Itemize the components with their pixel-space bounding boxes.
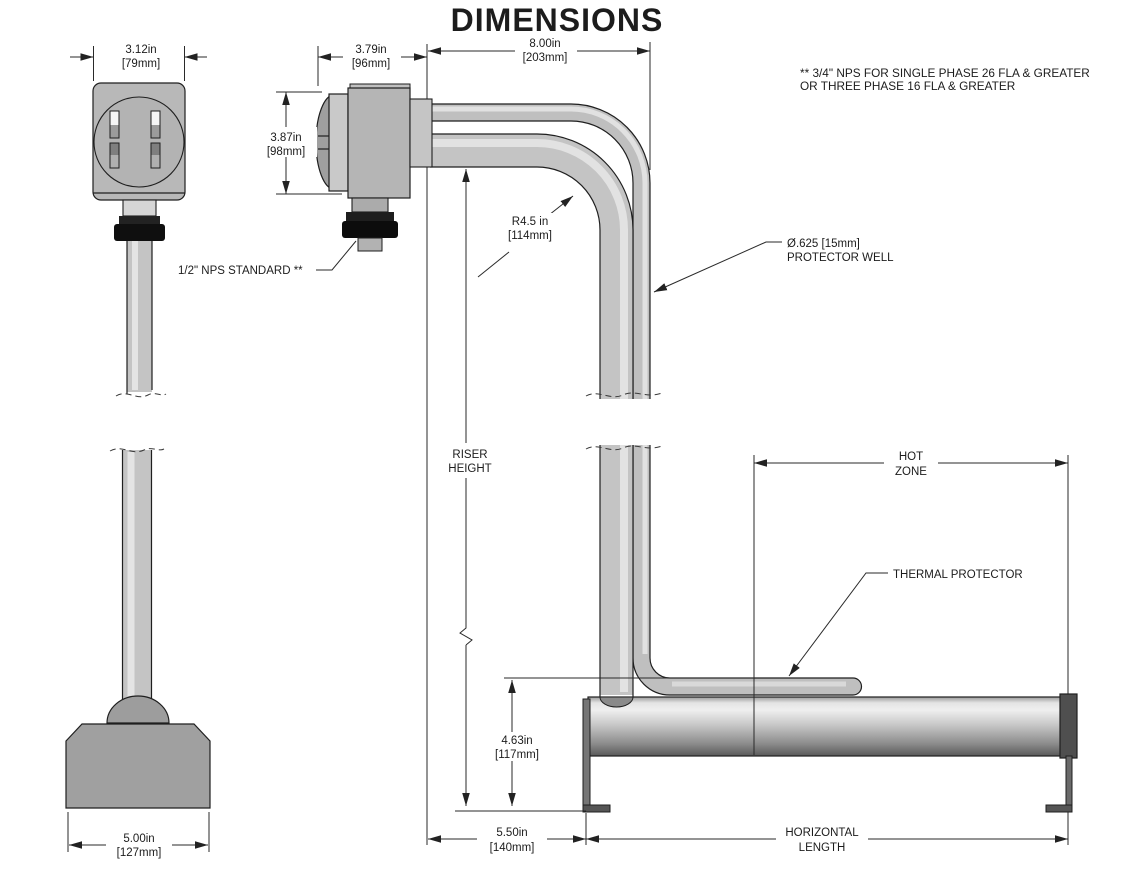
left-bracket xyxy=(582,698,591,807)
nps-stub xyxy=(357,237,383,252)
slot-lr-top xyxy=(151,143,160,155)
end-view-base xyxy=(65,723,211,809)
front-nps-ring-lower xyxy=(114,224,165,241)
leader-protector-well xyxy=(653,241,782,293)
dim-bend-radius-in: R4.5 in xyxy=(512,216,548,228)
right-bracket xyxy=(1065,755,1073,807)
hot-zone-label-1: HOT xyxy=(899,451,923,463)
slot-ur-bottom xyxy=(151,125,160,138)
slot-ll xyxy=(109,142,120,169)
terminal-slots xyxy=(109,110,161,169)
dim-base-width-mm: [127mm] xyxy=(117,847,162,859)
dim-front-width-mm: [79mm] xyxy=(122,58,160,70)
dim-front-width-in: 3.12in xyxy=(125,44,156,56)
slot-ul-top xyxy=(110,111,119,125)
slot-ul xyxy=(109,110,120,139)
leader-thermal xyxy=(788,572,888,677)
dim-base-width-in: 5.00in xyxy=(123,833,154,845)
protector-well-outer-edge xyxy=(430,103,853,679)
front-view xyxy=(92,82,186,398)
slot-lr xyxy=(150,142,161,169)
box-hub-cylinder xyxy=(409,98,433,168)
riser-height-label-2: HEIGHT xyxy=(448,463,491,475)
front-nps-ring-upper xyxy=(119,216,160,224)
protector-dia-label: Ø.625 [15mm] xyxy=(787,238,860,250)
horizontal-length-label-1: HORIZONTAL xyxy=(785,827,859,839)
protector-well-tube xyxy=(421,104,862,695)
dim-protector-offset-in: 4.63in xyxy=(501,735,532,747)
left-bracket-foot xyxy=(582,804,611,813)
slot-ur xyxy=(150,110,161,139)
dim-protector-offset-mm: [117mm] xyxy=(495,749,539,761)
dim-top-run-mm: [203mm] xyxy=(523,52,568,64)
end-view xyxy=(65,448,211,809)
terminal-box-side xyxy=(347,87,411,199)
side-view-box xyxy=(315,83,433,252)
dim-riser-offset-mm: [140mm] xyxy=(490,842,535,854)
dim-box-height-mm: [98mm] xyxy=(267,146,305,158)
protector-well-highlight xyxy=(430,106,648,654)
slot-ur-top xyxy=(151,111,160,125)
leader-r45-tail xyxy=(477,251,510,278)
dim-top-run-in: 8.00in xyxy=(529,38,560,50)
slot-ll-top xyxy=(110,143,119,155)
element-tube xyxy=(430,134,633,695)
nps-standard-label: 1/2" NPS STANDARD ** xyxy=(178,265,303,277)
note-line-1: ** 3/4" NPS FOR SINGLE PHASE 26 FLA & GR… xyxy=(800,66,1090,80)
dim-riser-mid xyxy=(459,478,473,646)
element-tube-outer-edge xyxy=(430,133,634,697)
protector-well-inner-edge xyxy=(430,120,853,696)
end-view-dome xyxy=(106,695,170,724)
right-bracket-foot xyxy=(1045,804,1073,813)
leader-nps xyxy=(316,240,357,271)
text-backgrounds xyxy=(106,36,938,859)
horizontal-length-label-2: LENGTH xyxy=(799,842,846,854)
element-tube-boss xyxy=(599,696,634,708)
protector-well-label: PROTECTOR WELL xyxy=(787,252,894,264)
riser-break-gap xyxy=(584,399,664,445)
slot-ll-bottom xyxy=(110,155,119,168)
dim-riser-offset-in: 5.50in xyxy=(496,827,527,839)
heater-body-group xyxy=(582,693,1078,813)
end-tube-break xyxy=(109,448,165,453)
break-line-lower xyxy=(585,445,663,451)
dim-box-depth-in: 3.79in xyxy=(355,44,386,56)
front-collar xyxy=(122,199,157,217)
box-round-face xyxy=(93,96,185,188)
main-view-tubes xyxy=(421,103,863,697)
thermal-protector-label: THERMAL PROTECTOR xyxy=(893,569,1023,581)
box-cover-flange xyxy=(328,93,349,192)
box-neck xyxy=(351,197,389,213)
leader-r45-arrow xyxy=(548,195,574,216)
hot-zone-label-2: ZONE xyxy=(895,466,927,478)
heater-body xyxy=(587,696,1063,757)
nps-ring-lower xyxy=(342,221,398,238)
heater-end-cap xyxy=(1059,693,1078,759)
dim-bend-radius-mm: [114mm] xyxy=(508,230,552,242)
drawing-title: DIMENSIONS xyxy=(451,2,664,38)
slot-ul-bottom xyxy=(110,125,119,138)
dim-box-height-in: 3.87in xyxy=(270,132,301,144)
element-tube-inner-edge xyxy=(430,166,601,697)
dim-box-depth-mm: [96mm] xyxy=(352,58,390,70)
front-tube-break xyxy=(115,393,167,398)
drawing-text: DIMENSIONS ** 3/4" NPS FOR SINGLE PHASE … xyxy=(117,2,1090,859)
protector-well-tip xyxy=(852,677,863,696)
riser-height-label-1: RISER xyxy=(452,449,487,461)
break-line-upper xyxy=(585,392,663,398)
slot-lr-bottom xyxy=(151,155,160,168)
element-tube-highlight xyxy=(430,139,628,692)
note-line-2: OR THREE PHASE 16 FLA & GREATER xyxy=(800,79,1015,93)
nps-ring-upper xyxy=(346,212,394,221)
